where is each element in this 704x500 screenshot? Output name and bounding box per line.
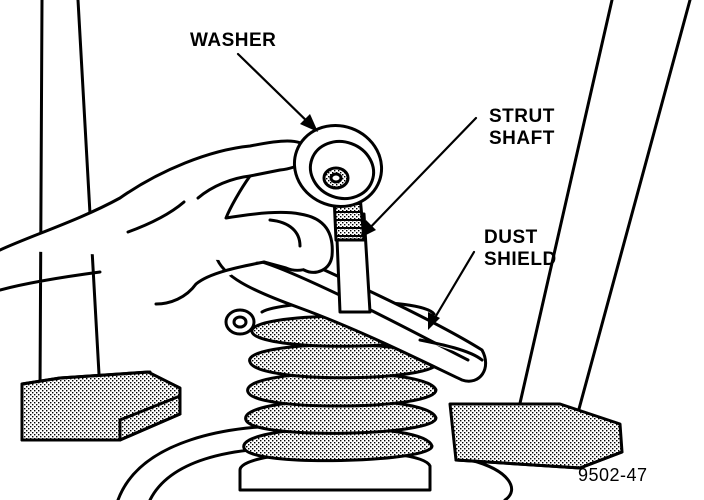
strut-shaft xyxy=(332,194,372,314)
dust-shield-label-line1: DUST xyxy=(484,227,538,248)
right-compressor-rod xyxy=(516,0,692,422)
washer-label: WASHER xyxy=(190,30,277,51)
dust-shield-label: DUST SHIELD xyxy=(484,227,557,271)
right-compressor-jaw xyxy=(448,402,624,470)
washer xyxy=(292,124,384,208)
leader-lines xyxy=(236,52,478,328)
strut-shaft-label-line2: SHAFT xyxy=(489,128,555,149)
strut-shaft-label-line1: STRUT xyxy=(489,106,555,127)
strut-shaft-label: STRUT SHAFT xyxy=(489,106,555,150)
dust-shield-label-line2: SHIELD xyxy=(484,249,557,270)
dust-shield-bellows xyxy=(238,300,440,492)
hand xyxy=(0,139,334,306)
leader-arrowheads xyxy=(300,114,440,330)
left-compressor-jaw xyxy=(20,370,182,442)
figure-number: 9502-47 xyxy=(578,465,648,485)
left-compressor-rod xyxy=(38,0,102,394)
lower-mount-stud xyxy=(224,308,256,336)
